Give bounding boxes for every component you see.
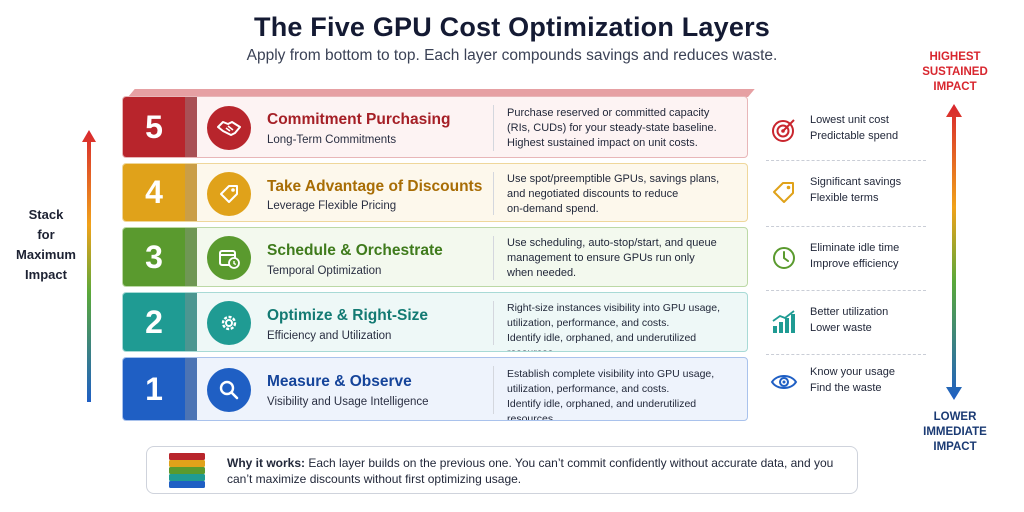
benefit-line: Find the waste (810, 382, 882, 394)
layer-description: Establish complete visibility into GPU u… (507, 367, 747, 421)
footer-body: Each layer builds on the previous one. Y… (227, 456, 834, 486)
layer-title: Commitment Purchasing (267, 111, 451, 128)
layer-number: 3 (123, 228, 185, 286)
description-line: Use spot/preemptible GPUs, savings plans… (507, 173, 720, 185)
highest-impact-label: HIGHEST SUSTAINED IMPACT (905, 50, 1005, 95)
layer-number: 2 (123, 293, 185, 351)
benefit-2: Better utilization Lower waste (770, 302, 920, 352)
description-line: utilization, performance, and costs. (507, 383, 670, 395)
stack-label-line: Stack (28, 207, 64, 222)
why-it-works-box: Why it works: Each layer builds on the p… (146, 446, 858, 494)
lower-impact-line: LOWER (933, 411, 977, 423)
layer-description: Right-size instances visibility into GPU… (507, 301, 747, 351)
description-line: Highest sustained impact on unit costs. (507, 137, 698, 149)
benefit-line: Flexible terms (810, 192, 879, 204)
layer-subtitle: Temporal Optimization (267, 265, 382, 277)
layer-number: 4 (123, 164, 185, 221)
calendar-clock-icon (207, 236, 251, 280)
description-line: Use scheduling, auto-stop/start, and que… (507, 237, 717, 249)
stack-label: Stack for Maximum Impact (8, 205, 84, 285)
description-line: Right-size instances visibility into GPU… (507, 302, 721, 314)
layer-4: 4 Take Advantage of Discounts Leverage F… (122, 163, 748, 222)
target-icon (772, 119, 795, 142)
layer-2: 2 Optimize & Right-Size Efficiency and U… (122, 292, 748, 352)
price-tag-icon (207, 172, 251, 216)
benefit-line: Significant savings (810, 176, 902, 188)
description-line: management to ensure GPUs run only (507, 252, 695, 264)
description-line: when needed. (507, 267, 577, 279)
stack-label-line: Maximum (16, 247, 76, 262)
handshake-icon (207, 106, 251, 150)
highest-impact-line: SUSTAINED (922, 66, 988, 78)
description-line: utilization, performance, and costs. (507, 317, 670, 329)
benefit-4: Significant savings Flexible terms (770, 172, 920, 222)
layer-stack-icon (169, 453, 205, 488)
layer-title: Schedule & Orchestrate (267, 242, 443, 259)
layer-subtitle: Visibility and Usage Intelligence (267, 396, 429, 408)
stack-label-line: Impact (25, 267, 67, 282)
description-line: Identify idle, orphaned, and underutiliz… (507, 332, 697, 351)
lower-impact-line: IMMEDIATE (923, 426, 987, 438)
description-line: Identify idle, orphaned, and underutiliz… (507, 398, 697, 421)
up-gradient-arrow-icon (82, 130, 96, 402)
benefit-line: Eliminate idle time (810, 242, 900, 254)
stack-label-line: for (37, 227, 55, 242)
description-line: Purchase reserved or committed capacity (507, 107, 710, 119)
page-title: The Five GPU Cost Optimization Layers (254, 12, 770, 42)
benefit-5: Lowest unit cost Predictable spend (770, 110, 920, 160)
layer-5: 5 Commitment Purchasing Long-Term Commit… (122, 89, 755, 158)
layer-description: Use scheduling, auto-stop/start, and que… (507, 236, 747, 281)
layer-number: 1 (123, 358, 185, 420)
description-line: Establish complete visibility into GPU u… (507, 368, 715, 380)
layer-title: Take Advantage of Discounts (267, 178, 483, 195)
benefit-line: Predictable spend (810, 130, 899, 142)
layer-subtitle: Leverage Flexible Pricing (267, 200, 397, 212)
benefit-line: Better utilization (810, 306, 889, 318)
benefit-line: Know your usage (810, 366, 895, 378)
highest-impact-line: IMPACT (933, 81, 977, 93)
layer-subtitle: Efficiency and Utilization (267, 330, 392, 342)
highest-impact-line: HIGHEST (929, 51, 981, 63)
layer-title: Optimize & Right-Size (267, 307, 429, 324)
description-line: (RIs, CUDs) for your steady-state baseli… (507, 122, 717, 134)
description-line: on-demand spend. (507, 203, 599, 215)
benefit-1: Know your usage Find the waste (770, 362, 920, 412)
benefit-line: Lower waste (810, 322, 872, 334)
layer-1: 1 Measure & Observe Visibility and Usage… (122, 357, 748, 421)
double-gradient-arrow-icon (946, 104, 962, 400)
gear-icon (207, 301, 251, 345)
benefit-3: Eliminate idle time Improve efficiency (770, 238, 920, 288)
footer-bold: Why it works: (227, 456, 306, 470)
layer-title: Measure & Observe (267, 373, 412, 390)
lower-impact-label: LOWER IMMEDIATE IMPACT (905, 410, 1005, 455)
layer-subtitle: Long-Term Commitments (267, 134, 397, 146)
growth-chart-icon (772, 310, 795, 333)
tag-outline-icon (773, 182, 794, 203)
clock-icon (773, 247, 795, 269)
layer-number: 5 (123, 97, 185, 157)
benefit-line: Lowest unit cost (810, 114, 889, 126)
benefit-line: Improve efficiency (810, 258, 899, 270)
page-subtitle: Apply from bottom to top. Each layer com… (246, 47, 778, 64)
eye-icon (770, 375, 798, 389)
magnifier-icon (207, 368, 251, 412)
description-line: and negotiated discounts to reduce (507, 188, 679, 200)
lower-impact-line: IMPACT (933, 441, 977, 453)
footer-text: Why it works: Each layer builds on the p… (227, 455, 847, 487)
layer-description: Use spot/preemptible GPUs, savings plans… (507, 172, 747, 217)
layer-description: Purchase reserved or committed capacity … (507, 106, 747, 151)
layer-3: 3 Schedule & Orchestrate Temporal Optimi… (122, 227, 748, 287)
